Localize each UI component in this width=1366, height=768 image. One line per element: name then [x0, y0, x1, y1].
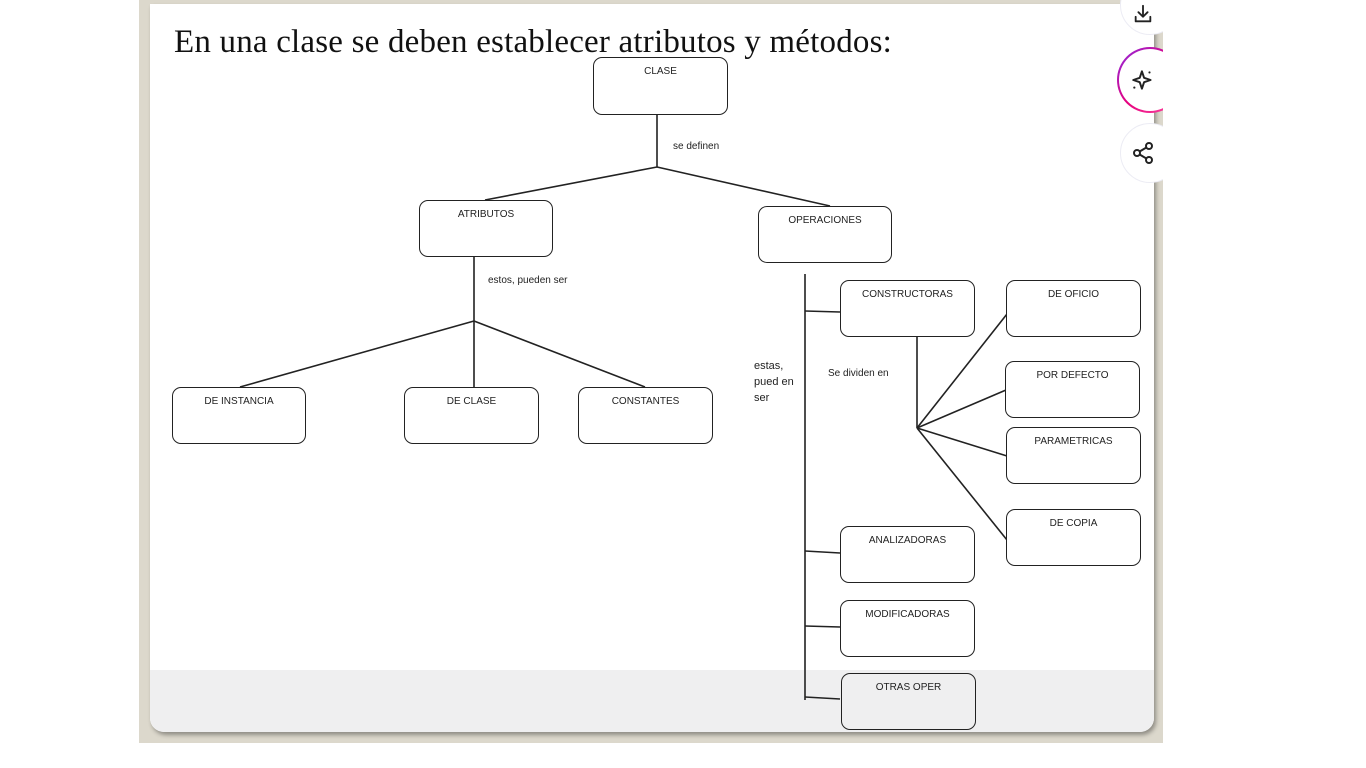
label-estas-pueden-ser: estas, pued en ser	[754, 360, 794, 404]
connector-to-otras-oper	[804, 696, 841, 700]
download-icon	[1134, 4, 1152, 23]
connector-to-de-copia	[916, 427, 1008, 541]
node-constantes: CONSTANTES	[578, 387, 713, 444]
connector-to-de-instancia	[239, 320, 475, 388]
share-icon	[1133, 142, 1153, 164]
ai-assistant-button[interactable]	[1117, 47, 1163, 113]
connector-to-por-defecto	[916, 389, 1007, 429]
node-clase: CLASE	[593, 57, 728, 115]
connector-split-operaciones	[656, 166, 831, 207]
node-otras-oper: OTRAS OPER	[841, 673, 976, 730]
slide-footer-band	[150, 670, 1154, 732]
diagram-connectors	[239, 114, 1008, 700]
connector-to-de-oficio	[916, 313, 1008, 429]
label-se-definen: se definen	[673, 141, 720, 152]
sparkle-icon	[1132, 70, 1152, 90]
slide-title: En una clase se deben establecer atribut…	[174, 24, 893, 60]
node-operaciones: OPERACIONES	[758, 206, 892, 263]
label-se-dividen-en: Se dividen en	[828, 368, 889, 379]
side-action-bar	[1100, 0, 1163, 200]
connector-split-atributos	[484, 166, 658, 201]
connector-to-modificadoras	[804, 625, 841, 628]
download-button[interactable]	[1120, 0, 1163, 35]
node-de-oficio: DE OFICIO	[1006, 280, 1141, 337]
node-de-clase: DE CLASE	[404, 387, 539, 444]
node-atributos: ATRIBUTOS	[419, 200, 553, 257]
node-constructoras: CONSTRUCTORAS	[840, 280, 975, 337]
share-button[interactable]	[1120, 123, 1163, 183]
connector-to-constantes	[473, 320, 646, 388]
connector-to-analizadoras	[804, 550, 841, 554]
node-analizadoras: ANALIZADORAS	[840, 526, 975, 583]
node-modificadoras: MODIFICADORAS	[840, 600, 975, 657]
label-estos-pueden-ser: estos, pueden ser	[488, 275, 568, 286]
node-por-defecto: POR DEFECTO	[1005, 361, 1140, 418]
node-de-instancia: DE INSTANCIA	[172, 387, 306, 444]
node-de-copia: DE COPIA	[1006, 509, 1141, 566]
connector-to-constructoras	[804, 310, 841, 313]
node-parametricas: PARAMETRICAS	[1006, 427, 1141, 484]
connector-to-parametricas	[916, 427, 1008, 457]
slide: En una clase se deben establecer atribut…	[150, 4, 1154, 732]
